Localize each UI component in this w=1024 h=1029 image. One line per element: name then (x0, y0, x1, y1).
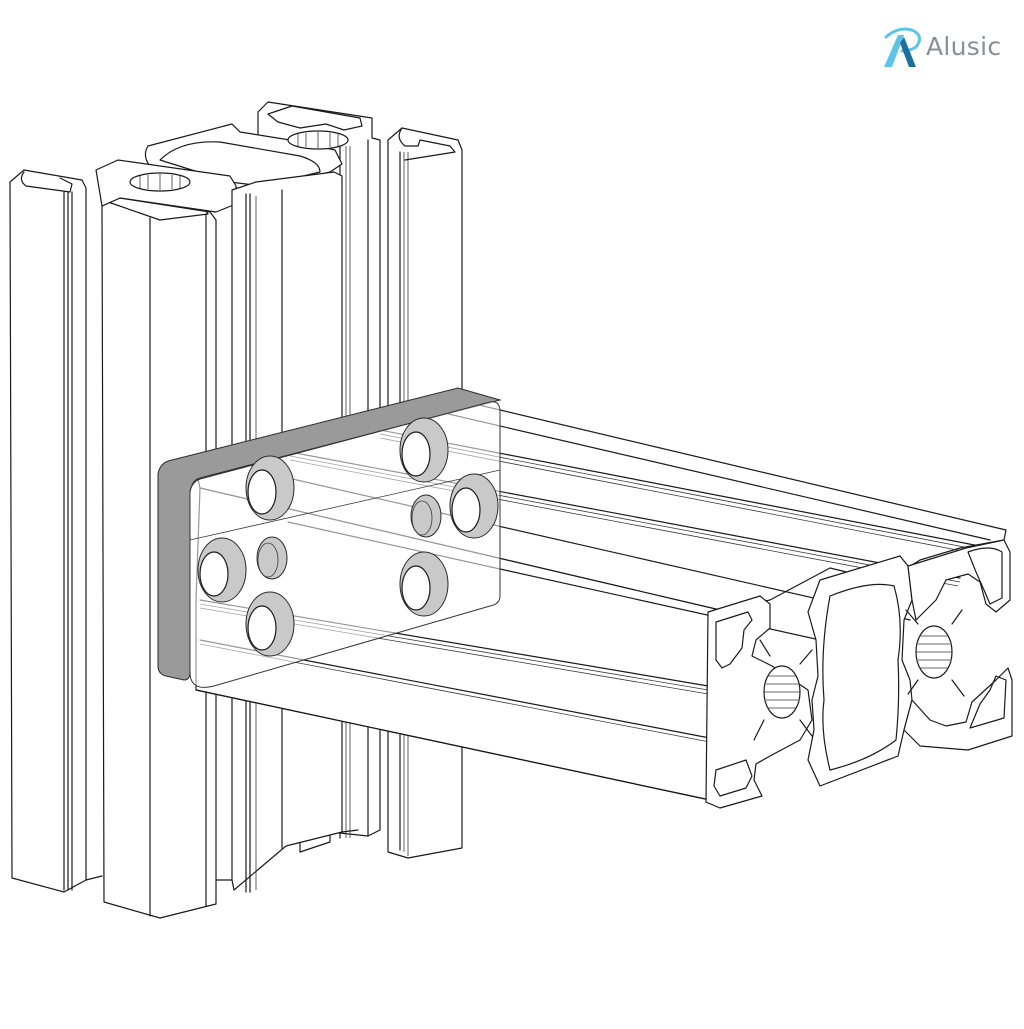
countersunk-hole (245, 591, 295, 657)
countersunk-hole (399, 551, 449, 617)
plain-hole (256, 536, 288, 580)
center-bore-right (915, 625, 953, 679)
center-bore-top-right (287, 130, 349, 150)
brand-name: Alusic (926, 31, 1002, 61)
countersunk-hole (197, 537, 247, 603)
countersunk-hole (245, 455, 295, 521)
center-bore-left (763, 665, 801, 719)
plain-hole (410, 494, 442, 538)
alusic-a-swoosh-icon (884, 27, 921, 67)
connector-plate (157, 387, 502, 688)
countersunk-hole (399, 417, 449, 483)
countersunk-hole (449, 473, 499, 539)
center-bore-top-left (129, 172, 191, 192)
brand-logo: Alusic (878, 22, 1001, 70)
profile-cross-section (705, 539, 1013, 809)
